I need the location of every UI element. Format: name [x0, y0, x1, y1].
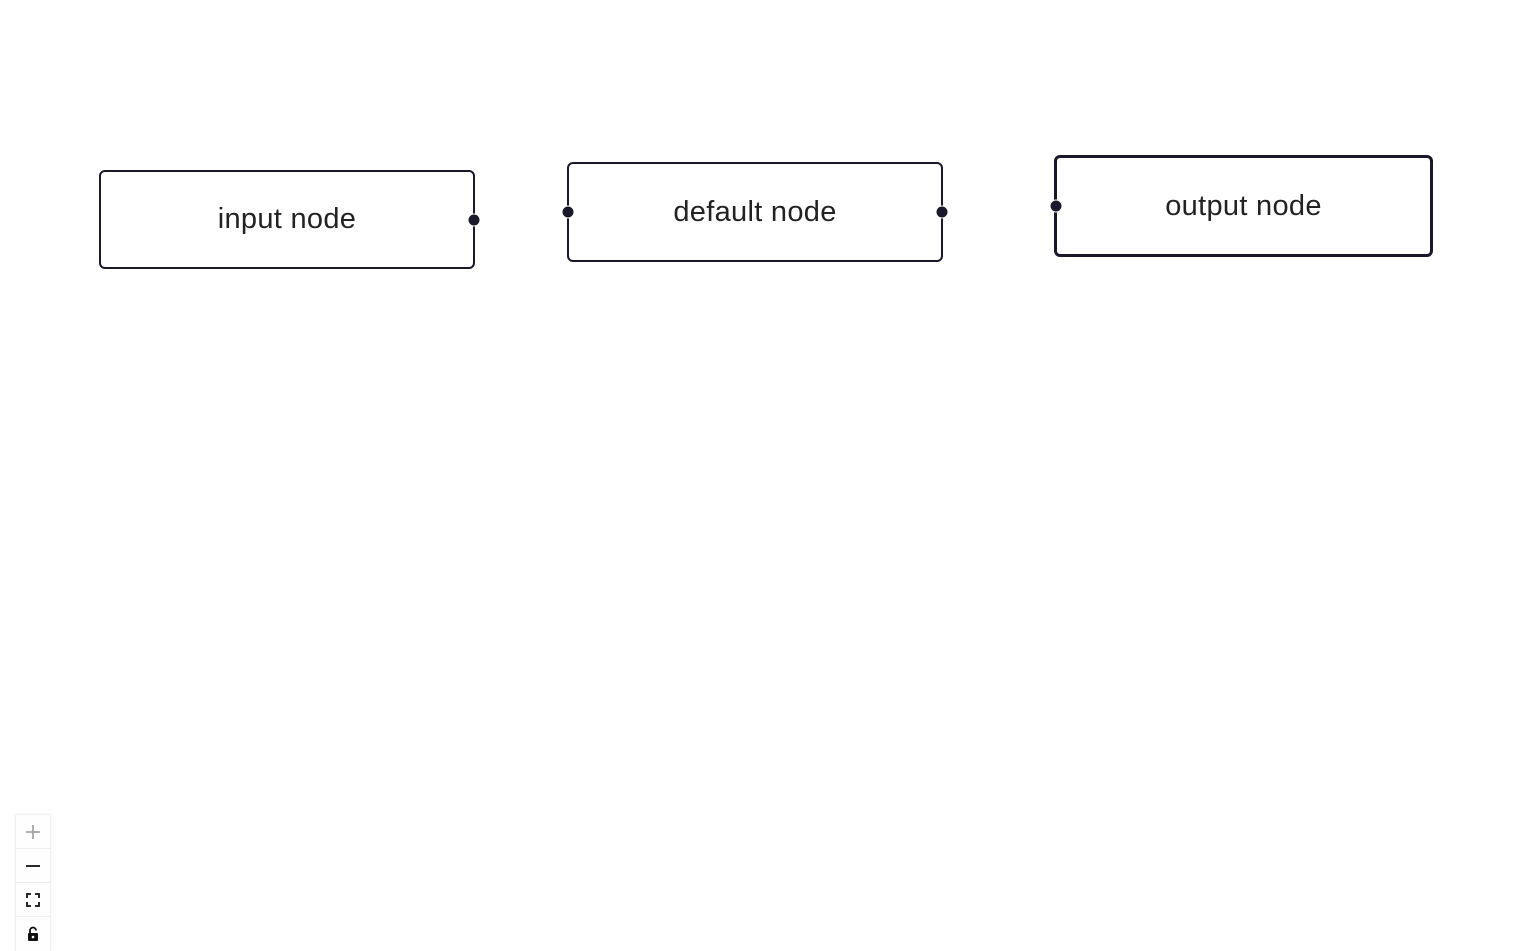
- default-node-target-handle[interactable]: [561, 205, 575, 219]
- input-node[interactable]: input node: [99, 170, 481, 269]
- input-node-label: input node: [217, 203, 357, 235]
- fit-view-icon: [26, 892, 40, 907]
- default-node-source-handle[interactable]: [935, 205, 949, 219]
- output-node-target-handle[interactable]: [1049, 199, 1063, 213]
- plus-icon: [26, 824, 40, 839]
- zoom-in-button[interactable]: [16, 815, 50, 849]
- flow-controls: [16, 815, 50, 951]
- default-node[interactable]: default node: [561, 162, 949, 262]
- toggle-interactivity-button[interactable]: [16, 917, 50, 951]
- output-node-label: output node: [1165, 189, 1322, 222]
- default-node-label: default node: [673, 195, 837, 228]
- minus-icon: [26, 864, 40, 867]
- zoom-out-button[interactable]: [16, 849, 50, 883]
- fit-view-button[interactable]: [16, 883, 50, 917]
- input-node-source-handle[interactable]: [467, 213, 481, 226]
- output-node[interactable]: output node: [1049, 155, 1433, 257]
- unlock-icon: [28, 926, 38, 941]
